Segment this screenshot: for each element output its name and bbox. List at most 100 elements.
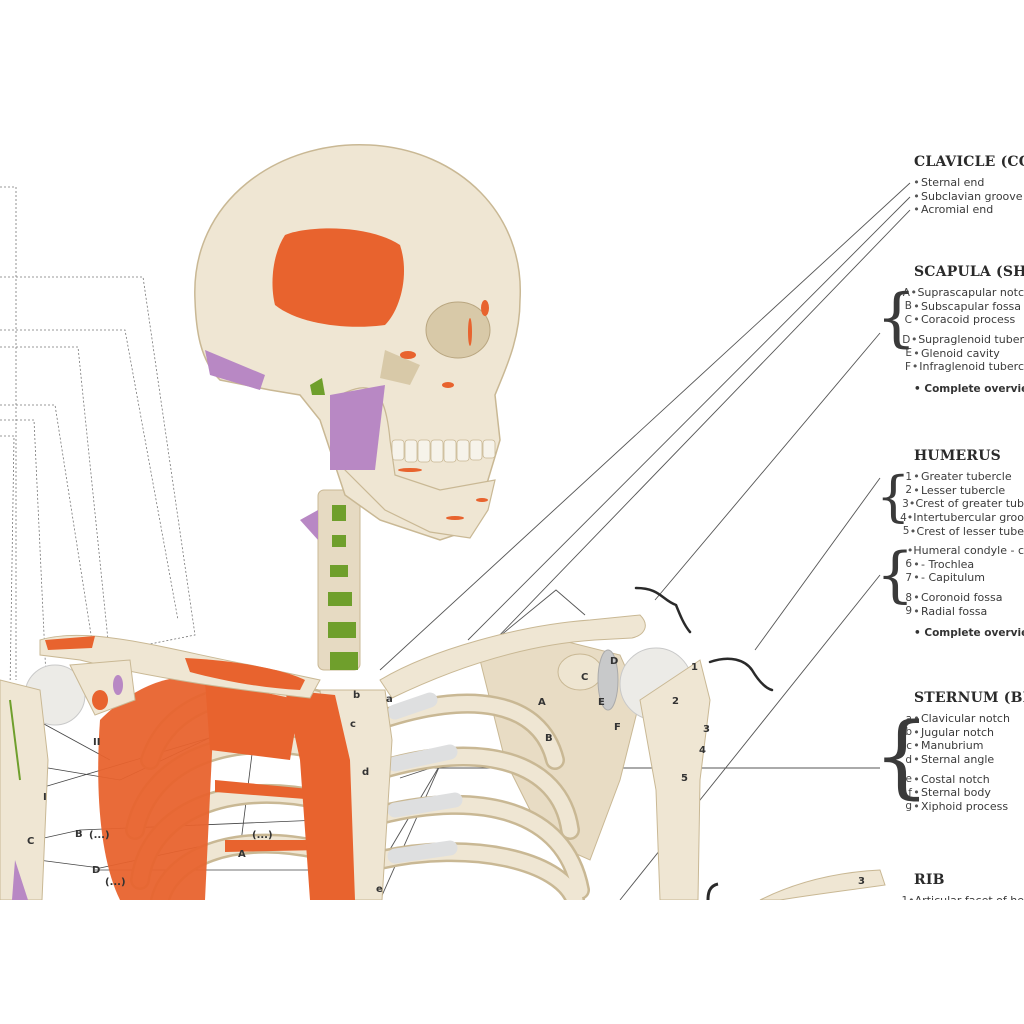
marker-humerus-4: 4	[699, 745, 706, 756]
bullet-icon: •	[906, 544, 914, 558]
bullet-icon: •	[913, 470, 920, 484]
item-label: Infraglenoid tuberc	[919, 360, 1024, 374]
bullet-icon: •	[913, 346, 920, 360]
bullet-icon: •	[913, 739, 920, 753]
marker-rib-3: 3	[858, 876, 865, 887]
humerus-list-item[interactable]: 5•Crest of lesser tube	[900, 524, 1024, 538]
item-key: e	[905, 773, 912, 786]
marker-scapula-d: D	[610, 656, 618, 667]
sternum-list-item[interactable]: f•Sternal body	[900, 786, 1024, 800]
markers: A B C D E F 1 2 3 4 5 a b c d e A B C D …	[27, 656, 865, 895]
clavicle-list-item[interactable]: •Subclavian groove	[900, 190, 1024, 204]
left-clavicle	[39, 634, 321, 699]
item-label: Crest of greater tub	[915, 497, 1024, 511]
scapula-list-item[interactable]: B•Subscapular fossa	[900, 300, 1024, 314]
cervical-spine	[300, 489, 361, 671]
item-label: Greater tubercle	[921, 470, 1012, 484]
scapula-list-item[interactable]: D•Supraglenoid tuber	[900, 333, 1024, 347]
humerus-list-item[interactable]: 2•Lesser tubercle	[900, 484, 1024, 498]
item-label: Coronoid fossa	[921, 591, 1003, 605]
left-leader-lines	[0, 186, 196, 721]
humerus-list-item[interactable]: 7• - Capitulum	[900, 571, 1024, 585]
sternum-panel: STERNUM (BRE a•Clavicular notchb•Jugular…	[900, 690, 1024, 813]
rib-brace	[706, 882, 719, 901]
left-acromion	[69, 659, 136, 716]
sternum-list-item[interactable]: e•Costal notch	[900, 772, 1024, 786]
sternum-list-item[interactable]: c•Manubrium	[900, 739, 1024, 753]
humerus-list-item[interactable]: 1•Greater tubercle	[900, 470, 1024, 484]
clavicle-panel: CLAVICLE (COL •Sternal end•Subclavian gr…	[900, 154, 1024, 217]
marker-sternum-d: d	[362, 767, 369, 778]
scapula-list-item[interactable]: E•Glenoid cavity	[900, 346, 1024, 360]
scapula-brace: {	[876, 281, 917, 355]
clavicle-list-item[interactable]: •Acromial end	[900, 203, 1024, 217]
marker-humerus-1: 1	[691, 662, 698, 673]
humerus-list-item[interactable]: •Humeral condyle - c	[900, 544, 1024, 558]
item-key: 3	[902, 497, 909, 510]
marker-sternum-c: c	[350, 719, 356, 730]
rib-list: 1•Articular facet of he	[900, 894, 1024, 900]
item-label: Subclavian groove	[921, 189, 1023, 203]
item-label: Radial fossa	[921, 604, 988, 618]
marker-sternum-a: a	[386, 694, 393, 705]
bullet-icon: •	[913, 712, 920, 726]
item-label: Costal notch	[921, 772, 990, 786]
humerus-list-item[interactable]: 8•Coronoid fossa	[900, 591, 1024, 605]
item-label: Suprascapular notc	[917, 286, 1024, 300]
item-key: A	[902, 286, 910, 299]
bullet-icon: •	[911, 333, 918, 347]
sternum-list-item[interactable]: g•Xiphoid process	[900, 800, 1024, 814]
sternum-list-item[interactable]: b•Jugular notch	[900, 726, 1024, 740]
item-key: F	[904, 360, 911, 373]
bullet-icon: •	[913, 313, 920, 327]
item-key: 8	[905, 591, 912, 604]
humerus-list-item[interactable]: 3•Crest of greater tub	[900, 497, 1024, 511]
item-key: B	[904, 300, 912, 313]
marker-scapula-f: F	[614, 722, 621, 733]
clavicle-title: CLAVICLE (COL	[914, 154, 1024, 170]
item-key: f	[908, 786, 912, 799]
marker-sternum-e: e	[376, 884, 383, 895]
clavicle-list-item[interactable]: •Sternal end	[900, 176, 1024, 190]
right-humerus	[619, 647, 711, 901]
marker-left-d: D	[92, 865, 100, 876]
scapula-overview-link[interactable]: • Complete overview	[914, 382, 1024, 395]
scapula-panel: SCAPULA (SHOU A•Suprascapular notcB•Subs…	[900, 264, 1024, 395]
bullet-icon: •	[913, 189, 920, 203]
item-key: 7	[905, 571, 912, 584]
bullet-icon: •	[913, 483, 920, 497]
bullet-icon: •	[913, 571, 920, 585]
bullet-icon: •	[913, 772, 920, 786]
humerus-overview-link[interactable]: • Complete overview	[914, 626, 1024, 639]
item-label: Intertubercular groo	[913, 511, 1024, 525]
item-label: Manubrium	[921, 739, 984, 753]
skull	[194, 144, 521, 541]
humerus-list-item[interactable]: 6• - Trochlea	[900, 558, 1024, 572]
item-key: b	[905, 726, 912, 739]
humerus-list-item[interactable]: 9•Radial fossa	[900, 604, 1024, 618]
item-label: Acromial end	[921, 203, 994, 217]
sternum-brace: {	[873, 704, 931, 809]
humerus-list-item[interactable]: 4•Intertubercular groo	[900, 511, 1024, 525]
rib-list-item[interactable]: 1•Articular facet of he	[900, 894, 1024, 900]
item-label: - Trochlea	[921, 557, 975, 571]
item-label: Clavicular notch	[921, 712, 1010, 726]
sternum-list-item[interactable]: d•Sternal angle	[900, 753, 1024, 767]
marker-left-b: B	[75, 829, 83, 840]
item-key: g	[905, 800, 912, 813]
scapula-list-item[interactable]: C•Coracoid process	[900, 313, 1024, 327]
bullet-icon: •	[913, 753, 920, 767]
marker-scapula-e: E	[598, 697, 605, 708]
bullet-icon: •	[913, 557, 920, 571]
scapula-list-item[interactable]: F•Infraglenoid tuberc	[900, 360, 1024, 374]
item-label: Xiphoid process	[921, 799, 1009, 813]
item-key: 1	[900, 895, 908, 900]
bullet-icon: •	[908, 497, 916, 511]
sternum	[285, 689, 393, 901]
scapula-list-item[interactable]: A•Suprascapular notc	[900, 286, 1024, 300]
sternum-list-item[interactable]: a•Clavicular notch	[900, 712, 1024, 726]
bullet-icon: •	[913, 725, 920, 739]
